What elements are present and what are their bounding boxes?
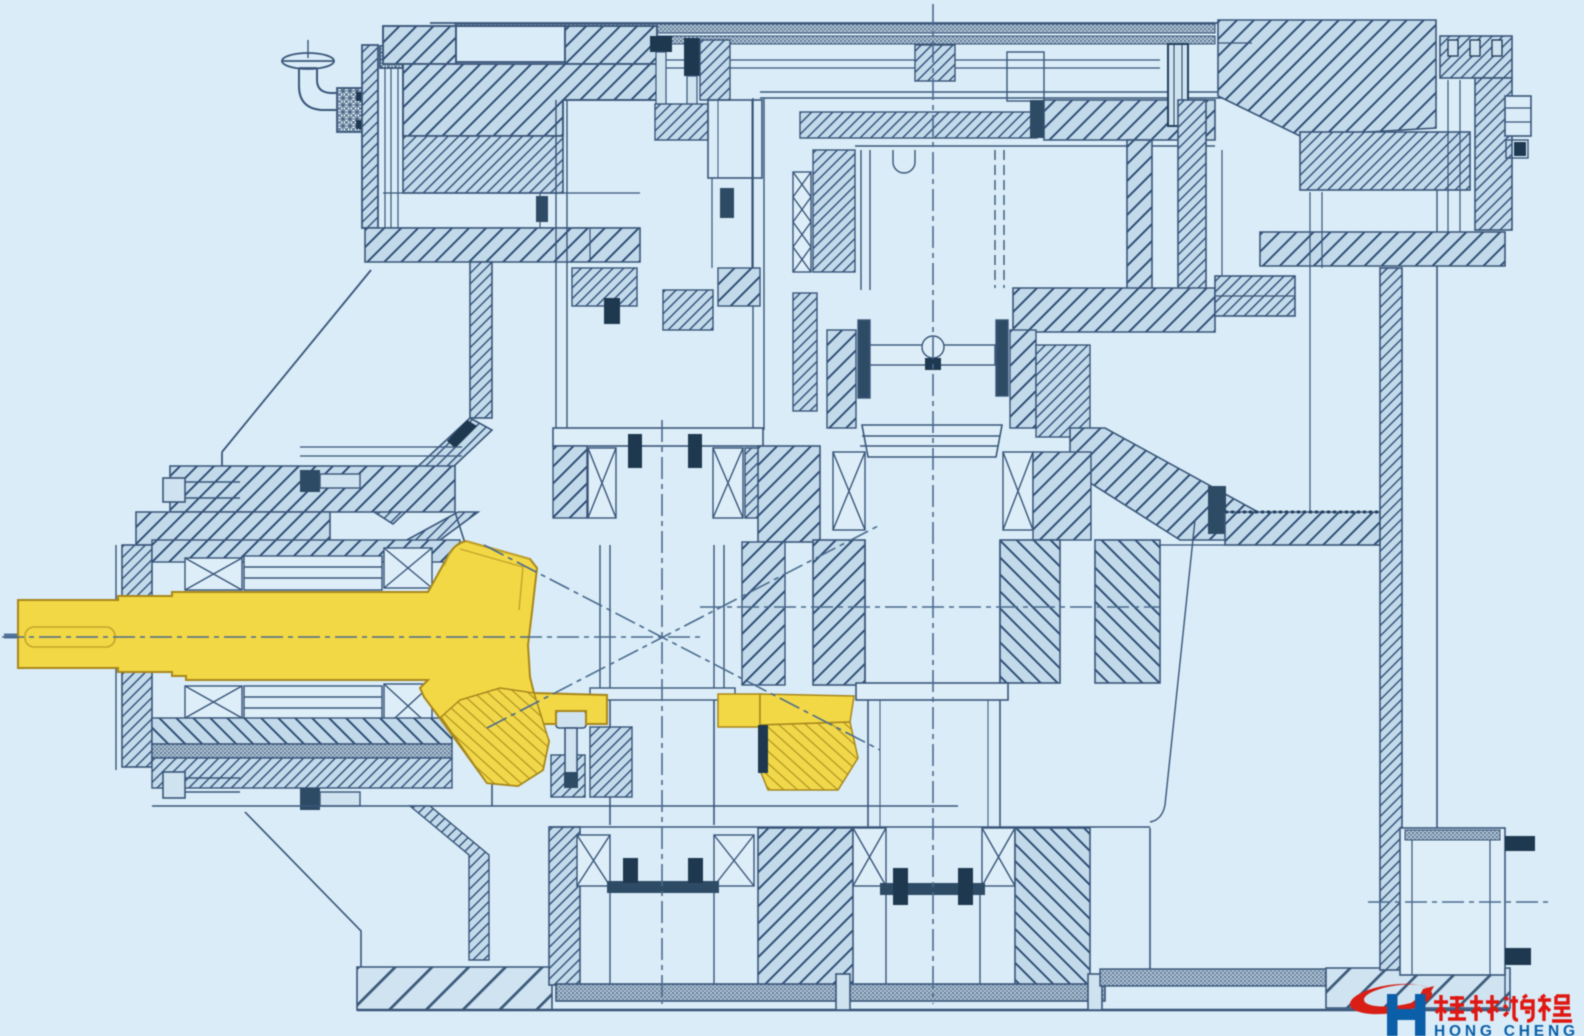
svg-text:HONG CHENG: HONG CHENG bbox=[1434, 1023, 1575, 1036]
